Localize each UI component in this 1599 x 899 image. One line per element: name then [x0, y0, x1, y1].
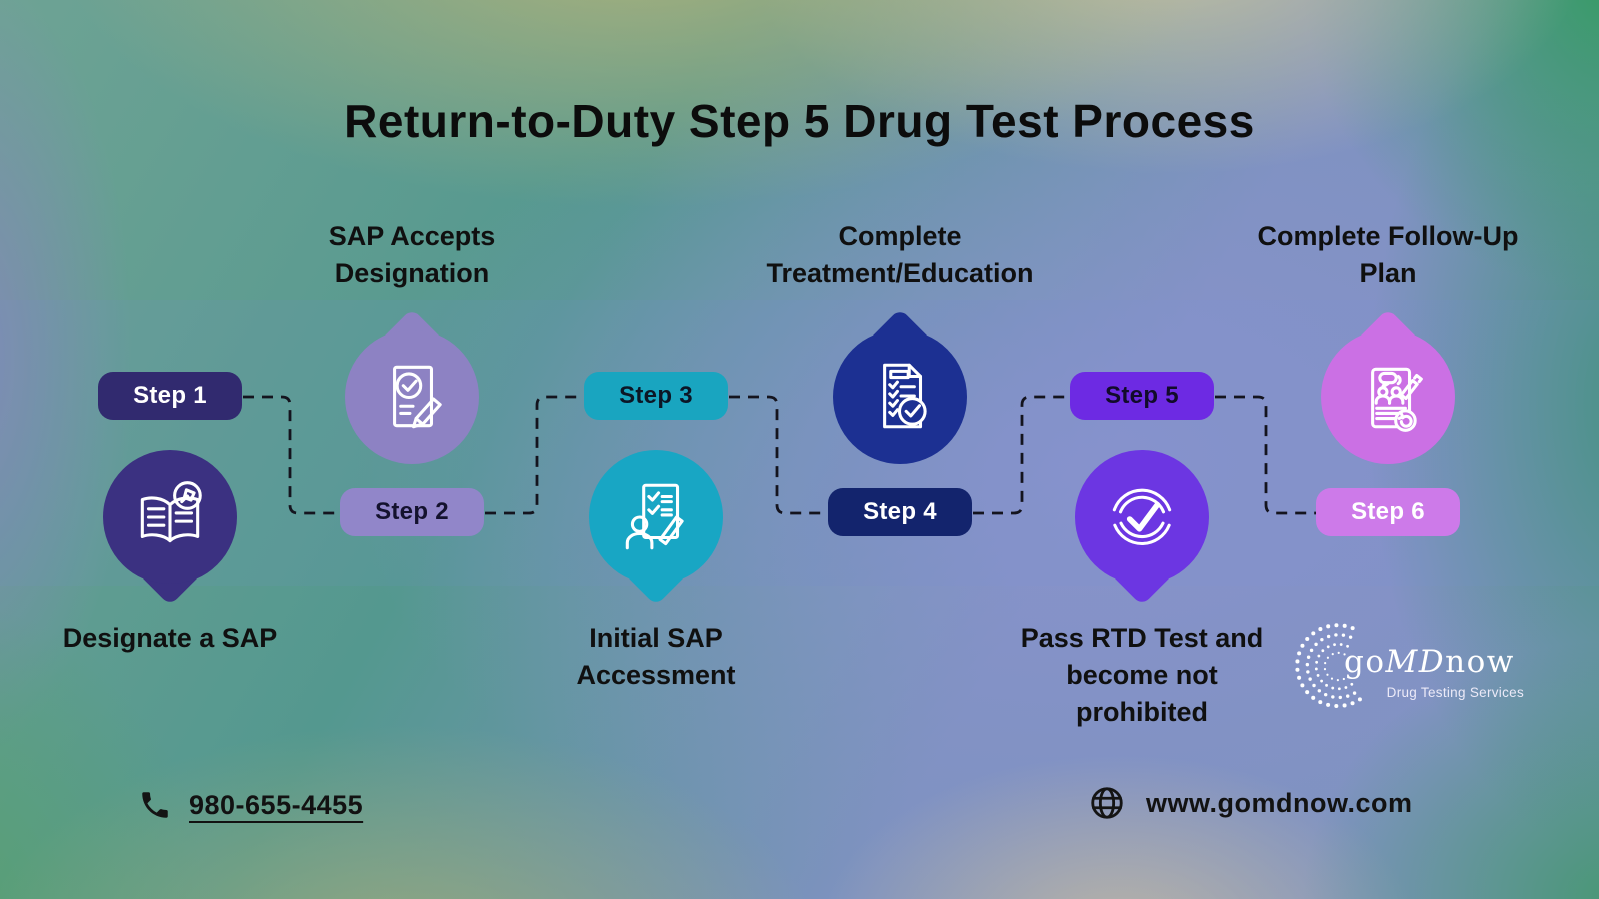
phone-number[interactable]: 980-655-4455 — [189, 789, 364, 820]
step-6-group: Complete Follow-Up Plan — [1238, 0, 1538, 899]
step-2-badge: Step 2 — [340, 488, 484, 536]
step-4-group: Complete Treatment/Education Step 4 — [750, 0, 1050, 899]
step-6-circle — [1321, 330, 1455, 464]
step-4-bubble — [833, 294, 967, 470]
step-5-circle — [1075, 450, 1209, 584]
step-3-label: Initial SAP Accessment — [576, 623, 736, 690]
assessment-person-pencil-icon — [625, 483, 684, 550]
step-2-circle — [345, 330, 479, 464]
step-3-circle — [589, 450, 723, 584]
step-3-group: Step 3 Initial SAP Accessment — [506, 0, 806, 899]
step-3-badge: Step 3 — [584, 372, 728, 420]
step-1-bubble — [103, 450, 237, 626]
logo-part-go: go — [1344, 644, 1386, 680]
phone-contact[interactable]: 980-655-4455 — [138, 788, 363, 822]
step-4-circle — [833, 330, 967, 464]
step-2-group: SAP Accepts Designation Step 2 — [262, 0, 562, 899]
step-6-badge: Step 6 — [1316, 488, 1460, 536]
logo-dotted-swirl-icon — [1295, 623, 1363, 709]
step-5-badge: Step 5 — [1070, 372, 1214, 420]
logo-wordmark: goMDnow Drug Testing Services — [1344, 644, 1524, 700]
website-url[interactable]: www.gomdnow.com — [1146, 787, 1413, 818]
checklist-check-icon — [883, 363, 927, 429]
step-5-group: Step 5 Pass RTD Test and become not proh… — [992, 0, 1292, 899]
logo-part-now: now — [1445, 644, 1515, 680]
step-4-label: Complete Treatment/Education — [766, 221, 1034, 288]
globe-icon — [1091, 787, 1123, 819]
step-1-circle — [103, 450, 237, 584]
step-1-badge: Step 1 — [98, 372, 242, 420]
logo-tagline: Drug Testing Services — [1386, 685, 1524, 700]
step-2-bubble — [345, 294, 479, 470]
step-6-label: Complete Follow-Up Plan — [1257, 221, 1519, 288]
logo-part-md: MD — [1385, 644, 1446, 680]
followup-plan-icon — [1371, 367, 1423, 432]
step-5-bubble — [1075, 450, 1209, 626]
step-6-bubble — [1321, 294, 1455, 470]
step-2-label: SAP Accepts Designation — [328, 221, 496, 288]
gomdnow-logo: goMDnow Drug Testing Services — [1292, 612, 1532, 722]
step-1-group: Step 1 Designate a SAP — [20, 0, 320, 899]
circle-check-icon — [1112, 488, 1172, 546]
step-3-bubble — [589, 450, 723, 626]
step-5-label: Pass RTD Test and become not prohibited — [1020, 623, 1264, 727]
website-contact[interactable]: www.gomdnow.com — [1088, 784, 1413, 822]
phone-icon — [142, 792, 168, 818]
step-4-badge: Step 4 — [828, 488, 972, 536]
page-title: Return-to-Duty Step 5 Drug Test Process — [344, 95, 1255, 147]
middle-band-overlay — [0, 300, 1599, 586]
open-book-pen-icon — [140, 481, 202, 543]
step-1-label: Designate a SAP — [62, 623, 278, 653]
document-check-pencil-icon — [393, 365, 442, 429]
